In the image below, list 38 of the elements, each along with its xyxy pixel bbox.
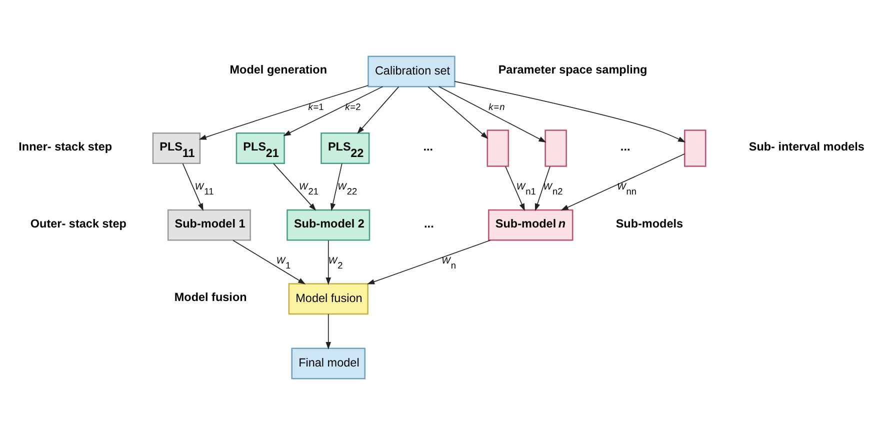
node-box — [486, 129, 510, 166]
label: Inner- stack step — [18, 140, 112, 154]
arrow — [505, 166, 525, 211]
edge-label: k=n — [488, 101, 505, 112]
arrow — [454, 80, 686, 142]
arrow — [198, 84, 368, 140]
arrow — [560, 152, 686, 210]
arrow — [326, 240, 332, 284]
node-box: Sub-model 2 — [286, 208, 370, 240]
node-box: Sub-model n — [488, 208, 574, 240]
label: ... — [620, 140, 630, 154]
node-box: Calibration set — [368, 55, 456, 87]
arrow — [428, 86, 488, 139]
node-box: Model fusion — [288, 282, 368, 314]
arrow — [438, 86, 546, 142]
node-box: Sub-model 1 — [167, 208, 251, 240]
arrow — [273, 162, 316, 210]
label: ... — [423, 140, 434, 154]
arrow — [357, 86, 400, 134]
edge-label: k=1 — [308, 101, 324, 112]
arrow — [326, 313, 332, 350]
node-box — [684, 129, 706, 166]
label: Parameter space sampling — [498, 63, 648, 76]
arrow — [182, 162, 204, 210]
node-box: Final model — [291, 347, 366, 379]
label: Model fusion — [174, 290, 247, 304]
label: Sub- interval models — [748, 140, 864, 154]
arrow — [283, 86, 384, 136]
label: Sub-models — [616, 216, 684, 230]
edge-label: k=2 — [345, 101, 361, 112]
label: Outer- stack step — [30, 216, 126, 230]
node-box — [544, 129, 567, 166]
label: Model generation — [230, 63, 328, 76]
arrow — [534, 166, 550, 211]
label: ... — [424, 216, 434, 230]
arrow — [366, 239, 491, 284]
arrow — [232, 239, 306, 284]
arrow — [330, 162, 342, 211]
